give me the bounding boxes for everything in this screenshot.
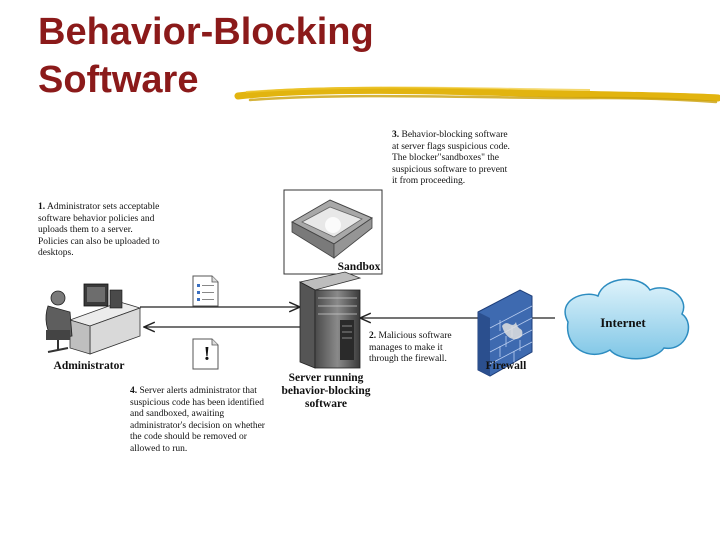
alert-exclamation-icon: ! (203, 343, 211, 365)
server-label: Server running behavior-blocking softwar… (281, 372, 371, 410)
alert-document-icon (192, 338, 219, 370)
sandbox-icon (283, 189, 383, 275)
server-icon (298, 271, 362, 369)
step-2-number: 2. (369, 331, 377, 341)
sandbox-label: Sandbox (337, 261, 381, 273)
step-4-text: Server alerts administrator that suspici… (130, 386, 265, 454)
policy-document-icon (192, 275, 219, 307)
step-2-note: 2. Malicious software manages to make it… (369, 331, 469, 366)
title-line-2: Software (38, 59, 199, 101)
step-4-note: 4. Server alerts administrator that susp… (130, 386, 270, 455)
step-3-number: 3. (392, 130, 400, 140)
internet-label: Internet (600, 315, 646, 330)
step-1-number: 1. (38, 202, 46, 212)
administrator-icon (45, 283, 142, 355)
firewall-label: Firewall (485, 360, 527, 372)
step-4-number: 4. (130, 386, 138, 396)
step-1-note: 1. Administrator sets acceptable softwar… (38, 202, 164, 260)
slide-title: Behavior-Blocking Software (38, 8, 458, 104)
administrator-label: Administrator (53, 360, 125, 372)
step-3-text: Behavior-blocking software at server fla… (392, 130, 510, 186)
internet-cloud-icon (564, 278, 690, 360)
firewall-icon (477, 289, 533, 377)
step-3-note: 3. Behavior-blocking software at server … (392, 130, 510, 188)
step-2-text: Malicious software manages to make it th… (369, 331, 452, 364)
step-1-text: Administrator sets acceptable software b… (38, 202, 160, 258)
title-line-1: Behavior-Blocking (38, 11, 374, 53)
